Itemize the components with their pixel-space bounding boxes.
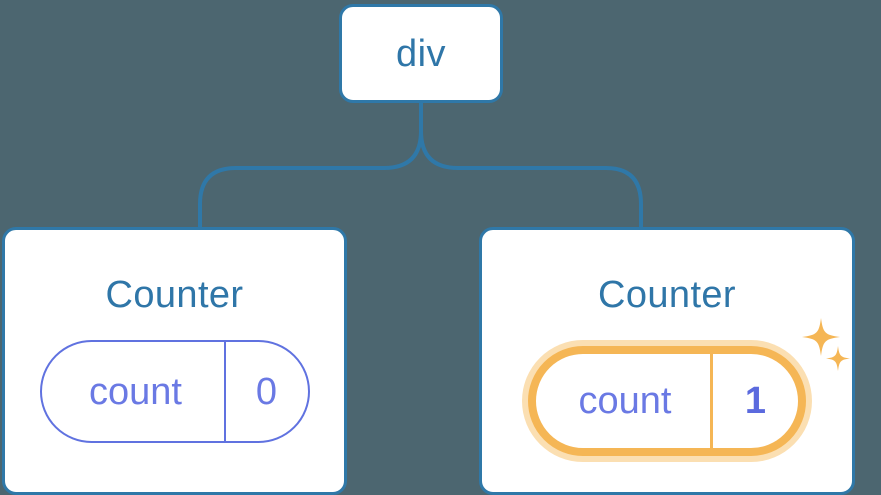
sparkle-large-icon xyxy=(802,318,840,356)
tree-node-root[interactable]: div xyxy=(339,4,503,103)
connector-right xyxy=(419,100,643,229)
tree-node-counter-right[interactable]: Counter count 1 xyxy=(479,227,855,495)
counter-right-label: Counter xyxy=(598,274,736,316)
counter-left-state-wrap: count 0 xyxy=(39,340,310,443)
root-node-label: div xyxy=(395,32,447,75)
state-key-right: count xyxy=(536,354,713,448)
sparkle-small-icon xyxy=(826,346,850,371)
tree-node-counter-left[interactable]: Counter count 0 xyxy=(2,227,347,495)
counter-right-state-wrap: count 1 xyxy=(522,318,850,462)
connector-left xyxy=(198,100,423,229)
state-value-right: 1 xyxy=(744,380,767,422)
state-pill-count-left[interactable]: count 0 xyxy=(39,340,310,443)
state-pill-glow-ring: count 1 xyxy=(522,340,812,462)
counter-left-label: Counter xyxy=(105,274,244,316)
state-pill-count-right[interactable]: count 1 xyxy=(528,346,806,456)
state-key-left: count xyxy=(42,342,226,441)
state-value-left: 0 xyxy=(255,370,278,413)
